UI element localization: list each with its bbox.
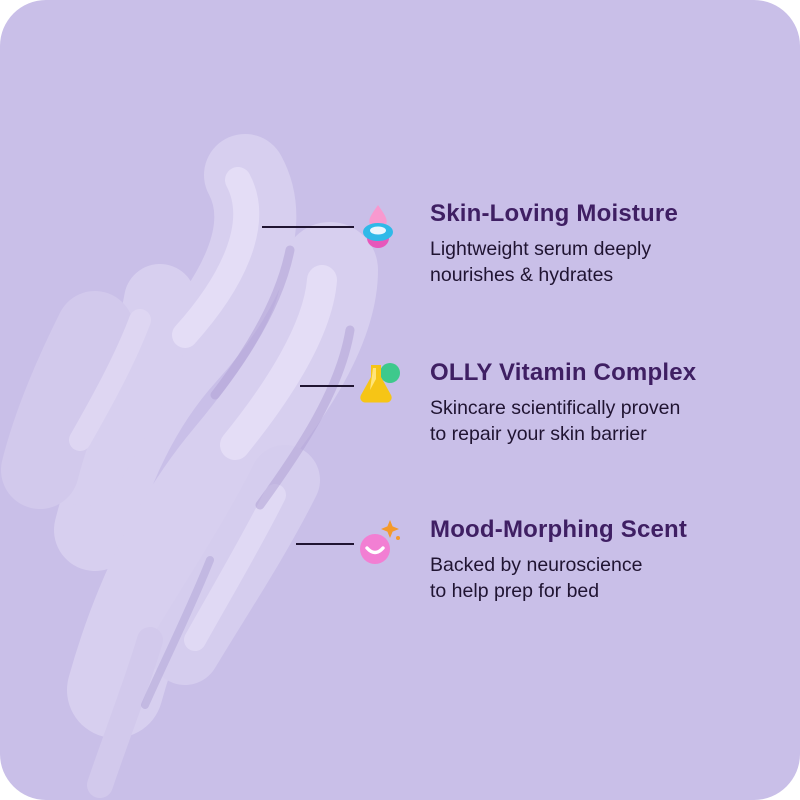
feature-description-line: to repair your skin barrier bbox=[430, 423, 647, 445]
flask-icon bbox=[360, 363, 400, 403]
feature-callout-scent: Mood-Morphing Scent Backed by neuroscien… bbox=[354, 516, 760, 604]
feature-description-line: Backed by neuroscience bbox=[430, 554, 643, 576]
feature-description: Backed by neuroscience to help prep for … bbox=[430, 552, 760, 604]
feature-description-line: nourishes & hydrates bbox=[430, 264, 614, 286]
feature-callout-moisture: Skin-Loving Moisture Lightweight serum d… bbox=[354, 200, 760, 288]
callout-line-vitamin bbox=[300, 385, 354, 387]
feature-description-line: to help prep for bed bbox=[430, 580, 600, 602]
feature-title: Skin-Loving Moisture bbox=[430, 200, 679, 227]
callout-line-scent bbox=[296, 543, 354, 545]
smiley-icon bbox=[360, 520, 400, 564]
feature-title: OLLY Vitamin Complex bbox=[430, 359, 697, 386]
feature-description: Lightweight serum deeply nourishes & hyd… bbox=[430, 236, 760, 288]
feature-description-line: Lightweight serum deeply bbox=[430, 238, 652, 260]
droplet-icon bbox=[363, 205, 393, 248]
feature-description-line: Skincare scientifically proven bbox=[430, 397, 681, 419]
feature-callout-vitamin: OLLY Vitamin Complex Skincare scientific… bbox=[354, 359, 760, 447]
callout-line-moisture bbox=[262, 226, 354, 228]
feature-description: Skincare scientifically proven to repair… bbox=[430, 395, 760, 447]
feature-title: Mood-Morphing Scent bbox=[430, 516, 688, 543]
